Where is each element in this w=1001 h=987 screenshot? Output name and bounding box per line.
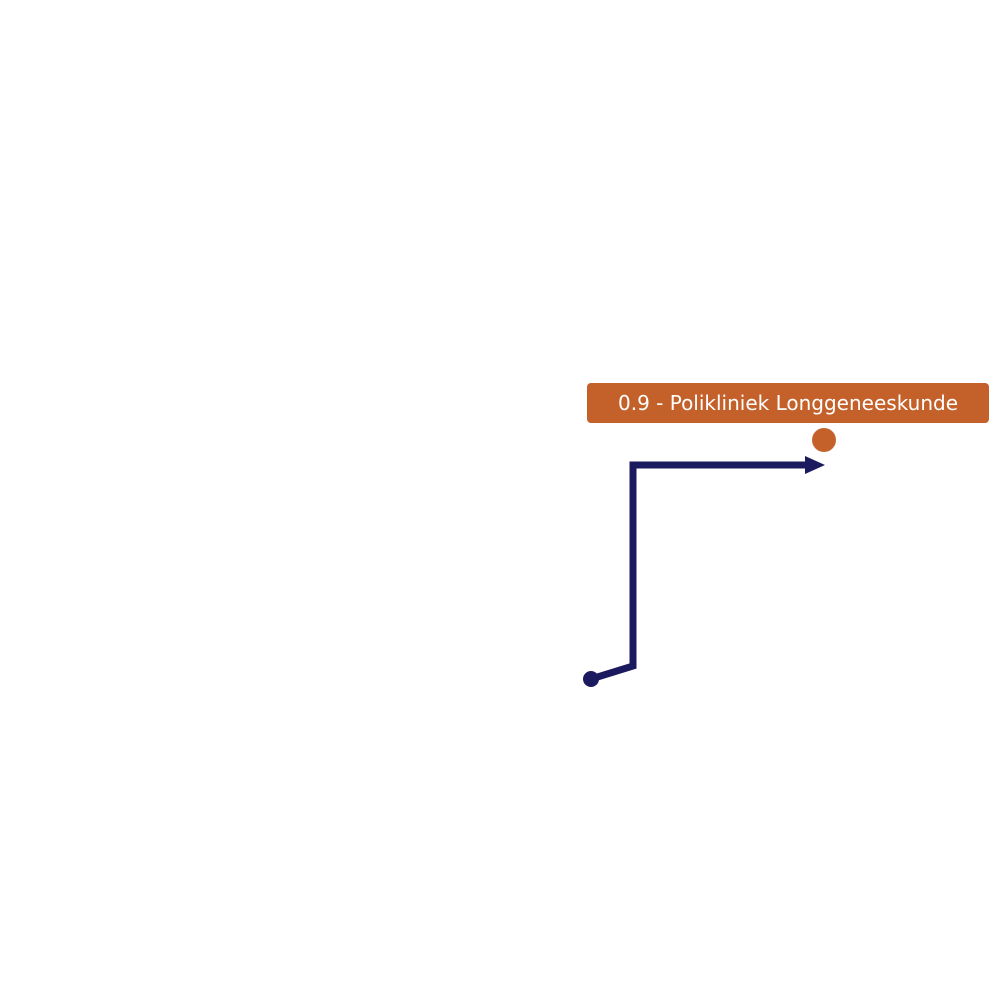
route-path <box>589 461 806 683</box>
destination-label[interactable]: 0.9 - Polikliniek Longgeneeskunde <box>587 383 989 423</box>
route-arrowhead-icon <box>805 456 825 474</box>
start-point-icon <box>583 671 599 687</box>
destination-point-icon[interactable] <box>812 428 836 452</box>
